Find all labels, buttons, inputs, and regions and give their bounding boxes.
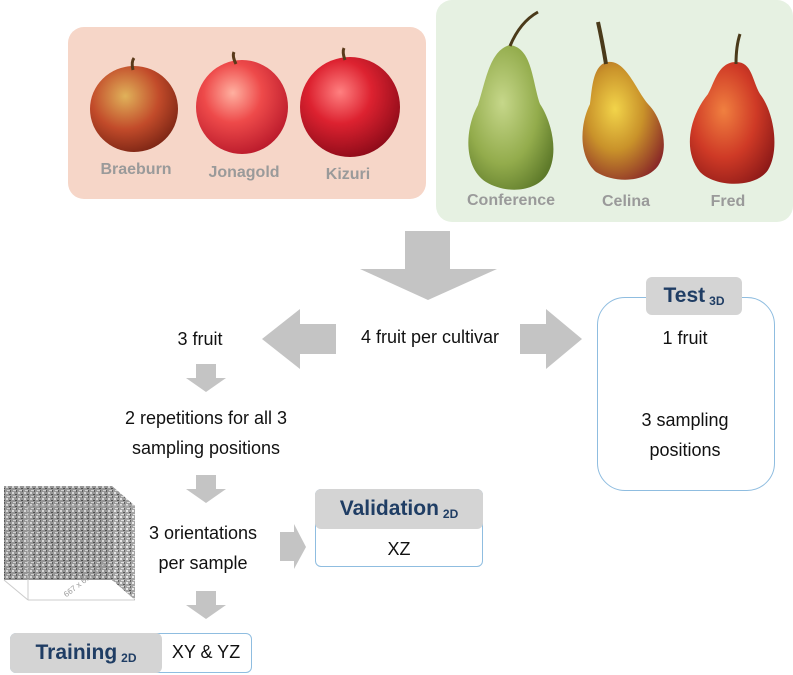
- repetitions-text-line1: 2 repetitions for all 3: [124, 408, 288, 428]
- validation-value: XZ: [387, 539, 411, 559]
- down-arrow-2: [186, 475, 226, 503]
- fred-pear-photo: [689, 33, 775, 184]
- jonagold-label: Jonagold: [208, 164, 280, 181]
- volume-cube-image: [3, 486, 135, 601]
- repetitions-text-line2: sampling positions: [131, 438, 281, 458]
- conference-pear-photo: [468, 10, 554, 190]
- test-box: [597, 297, 775, 491]
- conference-label: Conference: [466, 192, 556, 209]
- main-down-arrow: [360, 231, 497, 300]
- orientations-text-line1: 3 orientations: [148, 523, 258, 543]
- training-title: Training: [35, 641, 118, 664]
- braeburn-label: Braeburn: [100, 161, 172, 178]
- test-fruit-text: 1 fruit: [662, 328, 708, 348]
- test-subscript: 3D: [709, 294, 725, 308]
- fruit-per-cultivar-text: 4 fruit per cultivar: [360, 327, 500, 347]
- jonagold-apple-photo: [196, 51, 288, 154]
- celina-label: Celina: [601, 193, 650, 210]
- left-arrow: [262, 309, 336, 369]
- down-arrow-3: [186, 591, 226, 619]
- kizuri-apple-photo: [300, 47, 400, 157]
- test-title: Test: [663, 284, 706, 307]
- validation-arrow: [280, 524, 306, 569]
- braeburn-apple-photo: [90, 57, 178, 152]
- three-fruit-text: 3 fruit: [177, 329, 223, 349]
- down-arrow-1: [186, 364, 226, 392]
- test-sampling-line1: 3 sampling: [641, 410, 729, 430]
- fred-label: Fred: [710, 193, 746, 210]
- orientations-text-line2: per sample: [158, 553, 248, 573]
- validation-subscript: 2D: [442, 507, 459, 521]
- validation-title: Validation: [339, 497, 439, 520]
- training-subscript: 2D: [121, 651, 137, 665]
- right-arrow: [520, 309, 582, 369]
- training-value: XY & YZ: [171, 642, 241, 662]
- celina-pear-photo: [582, 21, 664, 180]
- kizuri-label: Kizuri: [325, 166, 371, 183]
- test-sampling-line2: positions: [649, 440, 721, 460]
